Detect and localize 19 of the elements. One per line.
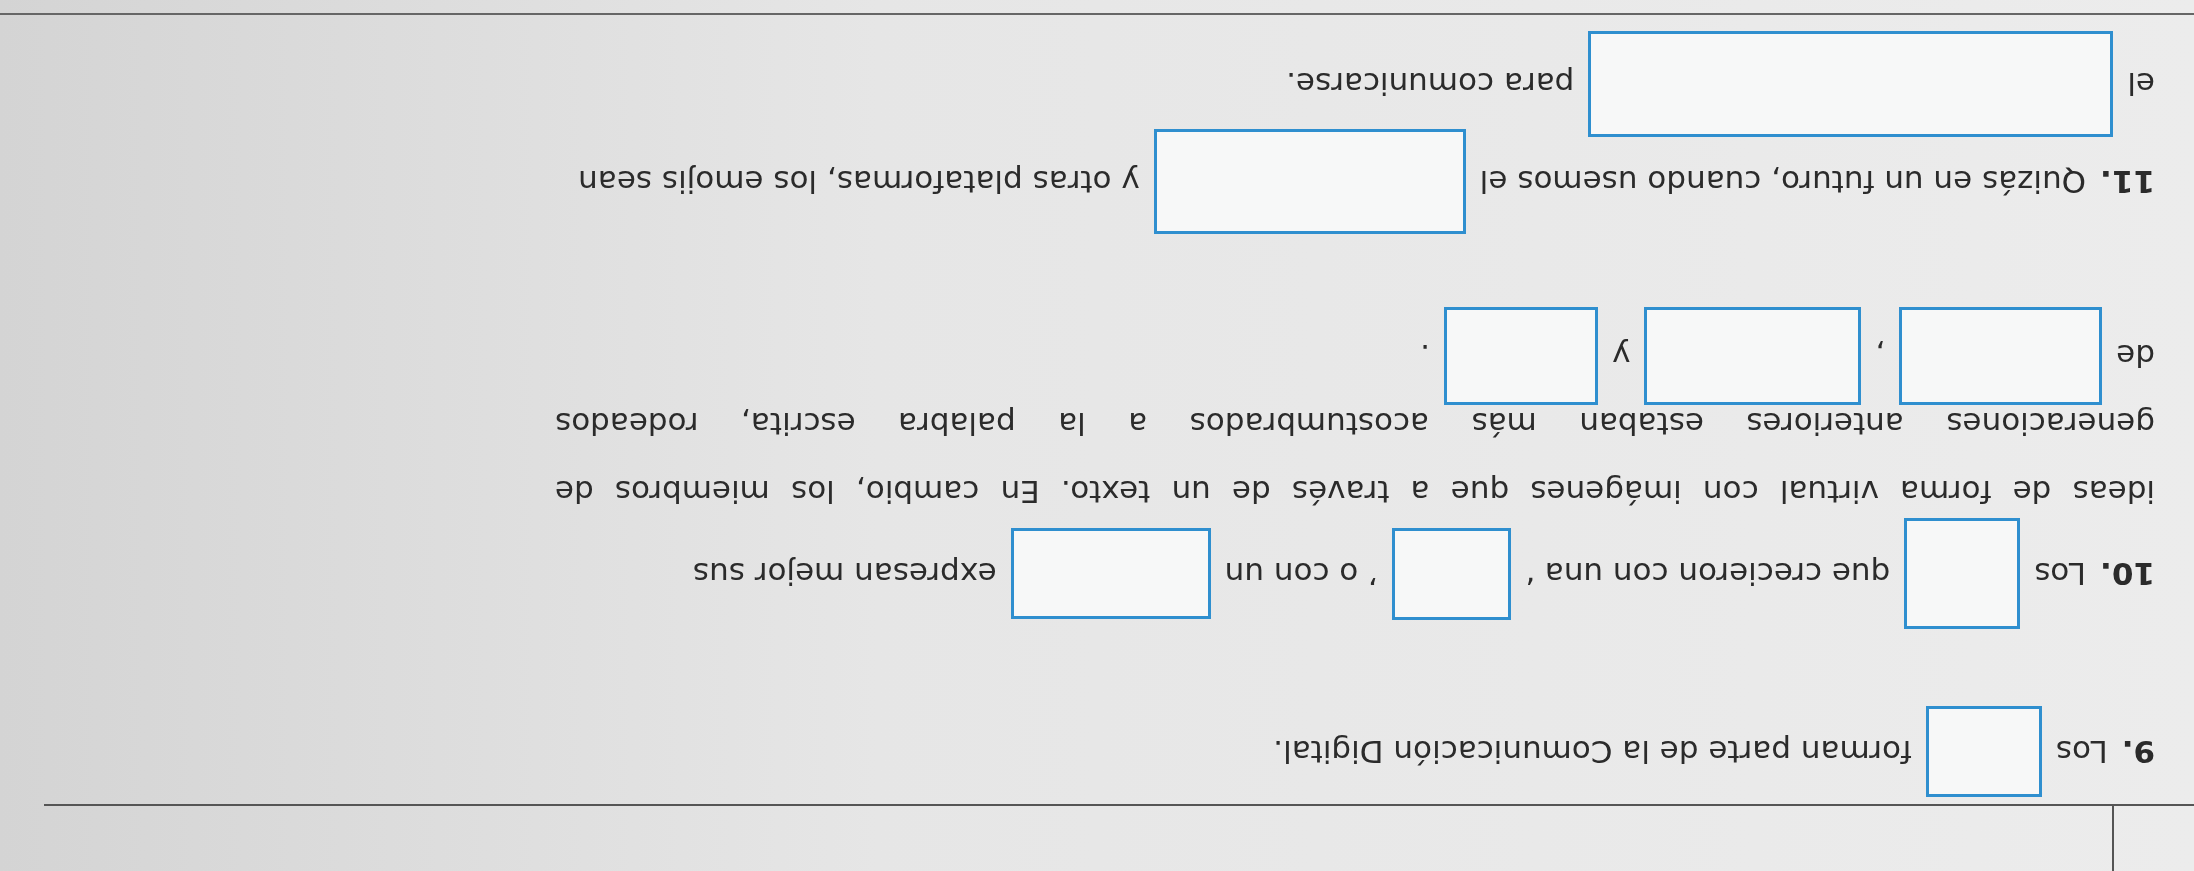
question-text: ideas de forma virtual con imágenes que a través de un texto. En cambio, los miembros de bbox=[555, 474, 2155, 510]
question-text: que crecieron con una ‘ bbox=[1525, 556, 1891, 592]
question-number: 10. bbox=[2100, 556, 2155, 592]
question-text: de bbox=[2116, 338, 2155, 374]
question-text: expresan mejor sus bbox=[692, 556, 997, 592]
question-text: , bbox=[1875, 338, 1886, 374]
question-text: el bbox=[2127, 66, 2155, 102]
question-text: y otras plataformas, los emojis sean bbox=[578, 164, 1140, 200]
question-text: generaciones anteriores estaban más acostumbrados a la palabra escrita, rodeados bbox=[555, 406, 2155, 442]
question-text: para comunicarse. bbox=[1286, 66, 1575, 102]
question-text: Quizás en un futuro, cuando usemos el bbox=[1479, 164, 2087, 200]
question-text: forman parte de la Comunicación Digital. bbox=[1273, 734, 1912, 770]
question-text: y bbox=[1612, 338, 1631, 374]
question-number: 11. bbox=[2100, 164, 2155, 200]
question-text: Los bbox=[2034, 556, 2087, 592]
question-text: Los bbox=[2055, 734, 2108, 770]
question-number: 9. bbox=[2121, 734, 2155, 770]
question-text: ’ o con un bbox=[1224, 556, 1378, 592]
question-text: . bbox=[1420, 338, 1431, 374]
